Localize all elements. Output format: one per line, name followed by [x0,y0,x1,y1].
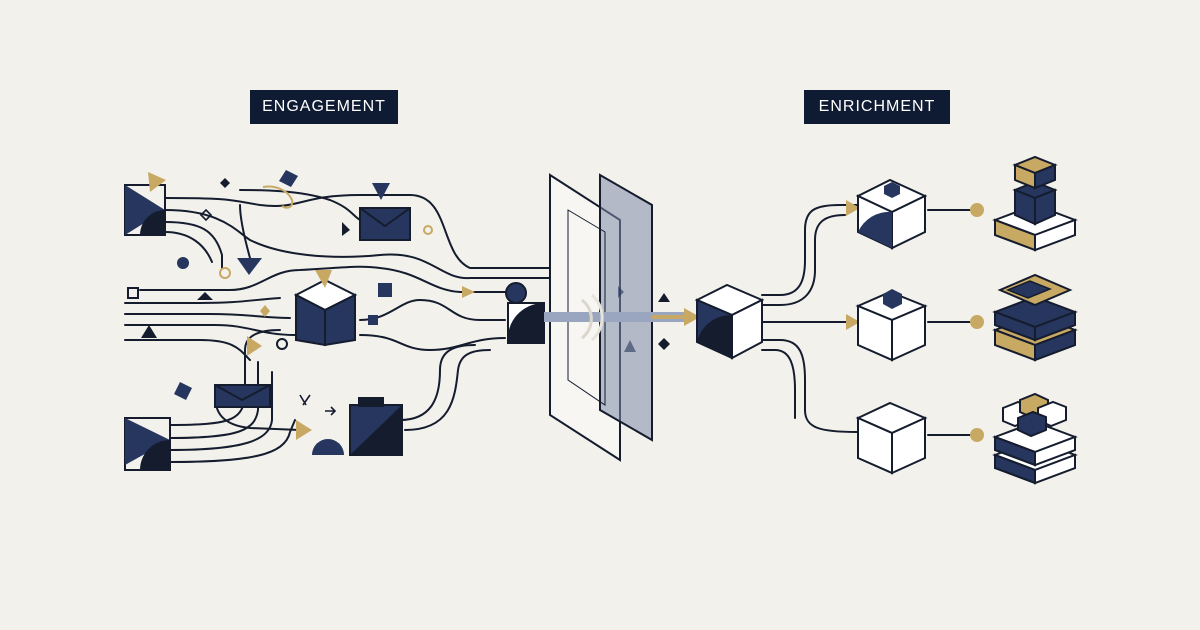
output-cube-middle [855,289,928,362]
enrichment-label: ENRICHMENT [804,90,950,124]
output-cube-bottom [855,401,928,475]
data-stack-middle [992,273,1078,362]
output-lines [761,200,984,442]
input-icon-bottom [124,417,171,471]
engagement-label: ENGAGEMENT [250,90,398,124]
enrichment-cube-icon [694,283,765,360]
merge-node-icon [507,302,545,344]
output-cube-top [855,178,928,250]
scattered-shapes [127,170,527,455]
engagement-cube-icon [293,270,358,347]
data-stack-bottom [992,392,1078,485]
envelope-icon-bottom [214,384,271,408]
envelope-icon-top [359,207,411,241]
input-icon-top [124,172,166,236]
document-icon [349,397,403,456]
data-stack-top [992,155,1078,252]
glass-filter [544,173,689,462]
output-arrow [652,293,700,350]
